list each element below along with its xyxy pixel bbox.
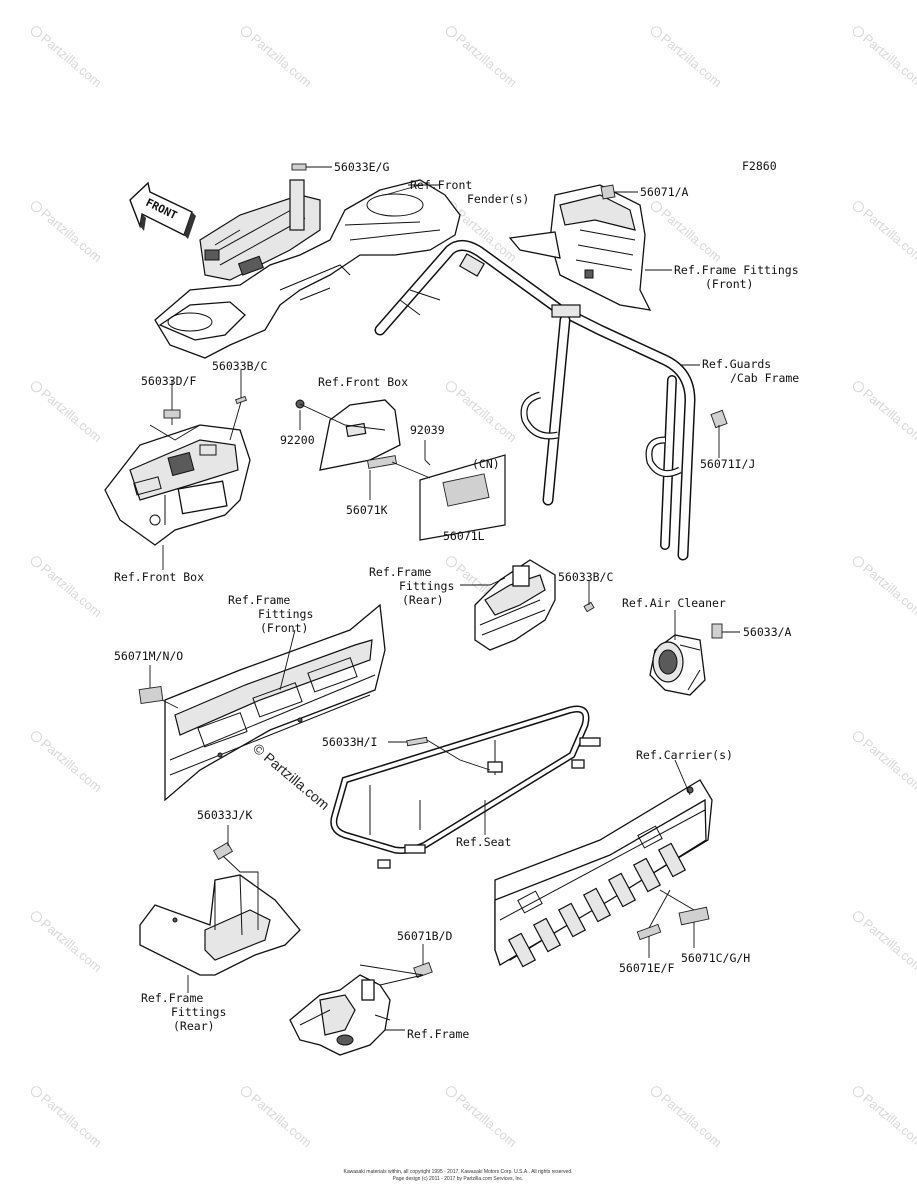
frame-section <box>289 974 391 1056</box>
label-ref-front-box-bottom: Ref.Front Box <box>114 570 204 584</box>
watermark: Partzilla.com <box>453 31 520 90</box>
decal-56033bc-top <box>235 395 247 405</box>
cab-frame <box>374 240 696 561</box>
watermark: Partzilla.com <box>38 1091 105 1150</box>
label-56071bd: 56071B/D <box>397 929 452 943</box>
label-ref-front-box-top: Ref.Front Box <box>318 375 408 389</box>
decal-56033eg <box>291 163 307 171</box>
center-watermark: © Partzilla.com <box>250 740 333 813</box>
label-56033bc-mid: 56033B/C <box>558 570 613 584</box>
decal-56033a <box>711 623 723 639</box>
front-box <box>104 424 251 546</box>
decal-56071a <box>600 184 616 200</box>
decal-56033hi <box>406 736 428 747</box>
watermark: Partzilla.com <box>38 206 105 265</box>
decal-56071cgh <box>678 906 710 926</box>
label-ref-frame-fittings-front-mid-1: Ref.Frame <box>228 593 290 607</box>
front-fender-assembly <box>154 179 461 359</box>
label-56071ef: 56071E/F <box>619 961 674 975</box>
footer-design: Page design (c) 2011 - 2017 by Partzilla… <box>393 1176 524 1182</box>
decal-56071ij <box>710 409 728 429</box>
rear-panel-front <box>164 603 386 802</box>
watermark: Partzilla.com <box>860 561 917 620</box>
label-cn: (CN) <box>472 457 500 471</box>
label-ref-frame-fittings-rear-mid-2: Fittings <box>399 579 454 593</box>
decal-56071bd <box>413 961 433 979</box>
decal-56033df <box>163 409 181 419</box>
label-56033eg: 56033E/G <box>334 160 389 174</box>
decal-56071ef <box>636 923 662 941</box>
label-ref-frame-fittings-front-top-2: (Front) <box>705 277 753 291</box>
label-56033jk: 56033J/K <box>197 808 252 822</box>
label-56071k: 56071K <box>346 503 388 517</box>
watermark: Partzilla.com <box>248 1091 315 1150</box>
label-56033df: 56033D/F <box>141 374 196 388</box>
rear-frame-fittings-mid <box>474 559 556 651</box>
watermark: Partzilla.com <box>453 1091 520 1150</box>
watermark: Partzilla.com <box>453 386 520 445</box>
front-frame-fittings-top <box>508 184 652 311</box>
decal-56033bc-mid <box>583 601 595 613</box>
label-ref-frame-fittings-rear-bottom-3: (Rear) <box>173 1019 215 1033</box>
label-ref-frame-fittings-front-mid-3: (Front) <box>260 621 308 635</box>
watermark: Partzilla.com <box>38 31 105 90</box>
seat-frame <box>330 705 601 869</box>
label-ref-frame-fittings-rear-bottom-2: Fittings <box>171 1005 226 1019</box>
label-ref-front-fender-2: Fender(s) <box>467 192 529 206</box>
watermark: Partzilla.com <box>860 206 917 265</box>
label-56071cgh: 56071C/G/H <box>681 951 750 965</box>
decal-56071mno <box>138 686 164 704</box>
front-box-lid <box>295 399 401 471</box>
watermark: Partzilla.com <box>658 206 725 265</box>
label-ref-frame-fittings-rear-mid-3: (Rear) <box>402 593 444 607</box>
watermark: Partzilla.com <box>38 736 105 795</box>
label-ref-frame: Ref.Frame <box>407 1027 469 1041</box>
rear-frame-fittings-bottom <box>139 874 301 976</box>
label-92039: 92039 <box>410 423 445 437</box>
label-ref-carriers: Ref.Carrier(s) <box>636 748 733 762</box>
label-56071l: 56071L <box>443 529 485 543</box>
callout-labels: 56033E/G Ref.Front Fender(s) 56071/A Ref… <box>114 160 799 1041</box>
label-56033a: 56033/A <box>743 625 792 639</box>
watermark: Partzilla.com <box>860 1091 917 1150</box>
watermark: Partzilla.com <box>860 386 917 445</box>
watermark: Partzilla.com <box>658 1091 725 1150</box>
watermark: Partzilla.com <box>658 31 725 90</box>
label-56071ij: 56071I/J <box>700 457 755 471</box>
label-56033bc-top: 56033B/C <box>212 359 267 373</box>
decals <box>138 163 728 979</box>
label-ref-frame-fittings-front-top-1: Ref.Frame Fittings <box>674 263 799 277</box>
label-56033hi: 56033H/I <box>322 735 377 749</box>
figure-code: F2860 <box>742 159 777 173</box>
watermark: Partzilla.com <box>860 916 917 975</box>
label-56071a: 56071/A <box>640 185 689 199</box>
watermark: Partzilla.com <box>860 736 917 795</box>
air-cleaner <box>649 634 706 696</box>
label-56071mno: 56071M/N/O <box>114 649 183 663</box>
decal-56033jk <box>212 842 234 860</box>
label-ref-frame-fittings-front-mid-2: Fittings <box>258 607 313 621</box>
label-ref-guards-2: /Cab Frame <box>730 371 799 385</box>
carrier-ribs <box>507 842 687 968</box>
leader-lines <box>149 166 740 1031</box>
label-ref-frame-fittings-rear-bottom-1: Ref.Frame <box>141 991 203 1005</box>
footer-copyright: Kawasaki materials within, all copyright… <box>344 1169 573 1175</box>
watermark: Partzilla.com <box>248 31 315 90</box>
label-ref-front-fender-1: Ref.Front <box>410 178 472 192</box>
label-92200: 92200 <box>280 433 315 447</box>
label-ref-seat: Ref.Seat <box>456 835 511 849</box>
cn-inset <box>419 454 506 541</box>
label-ref-guards-1: Ref.Guards <box>702 357 771 371</box>
label-ref-air-cleaner: Ref.Air Cleaner <box>622 596 726 610</box>
watermark: Partzilla.com <box>38 916 105 975</box>
carrier-box <box>494 779 713 968</box>
watermark: Partzilla.com <box>38 561 105 620</box>
label-ref-frame-fittings-rear-mid-1: Ref.Frame <box>369 565 431 579</box>
front-direction-arrow: FRONT <box>129 181 196 239</box>
watermark: Partzilla.com <box>38 386 105 445</box>
watermark: Partzilla.com <box>860 31 917 90</box>
